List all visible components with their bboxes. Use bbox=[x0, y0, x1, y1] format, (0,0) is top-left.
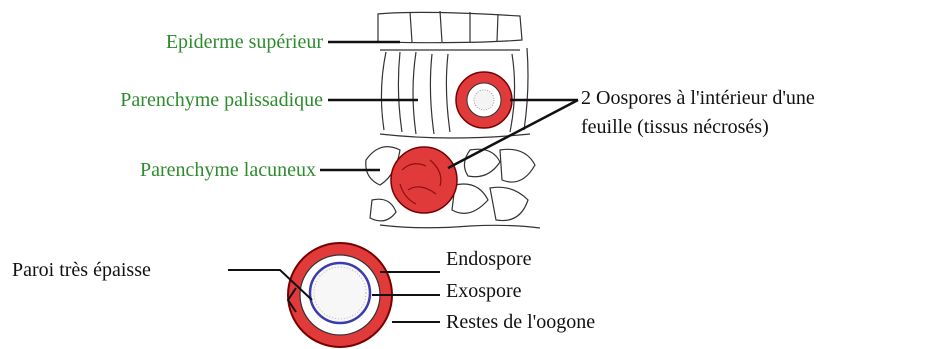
upper-epidermis-label: Epiderme supérieur bbox=[166, 31, 323, 53]
oospore-upper bbox=[456, 72, 512, 128]
oospores-label-line2: feuille (tissus nécrosés) bbox=[581, 116, 769, 138]
thick-wall-label: Paroi très épaisse bbox=[12, 259, 151, 281]
palisade-parenchyma-label: Parenchyme palissadique bbox=[120, 89, 323, 111]
spongy-parenchyma-label: Parenchyme lacuneux bbox=[140, 159, 316, 181]
oospores-label-line1: 2 Oospores à l'intérieur d'une bbox=[581, 87, 815, 109]
endospore-label: Endospore bbox=[446, 248, 532, 270]
oogonium-remains-label: Restes de l'oogone bbox=[446, 311, 595, 333]
oospore-lower bbox=[391, 147, 457, 213]
exospore-label: Exospore bbox=[446, 280, 522, 302]
leaf-leader-lines bbox=[320, 42, 578, 170]
